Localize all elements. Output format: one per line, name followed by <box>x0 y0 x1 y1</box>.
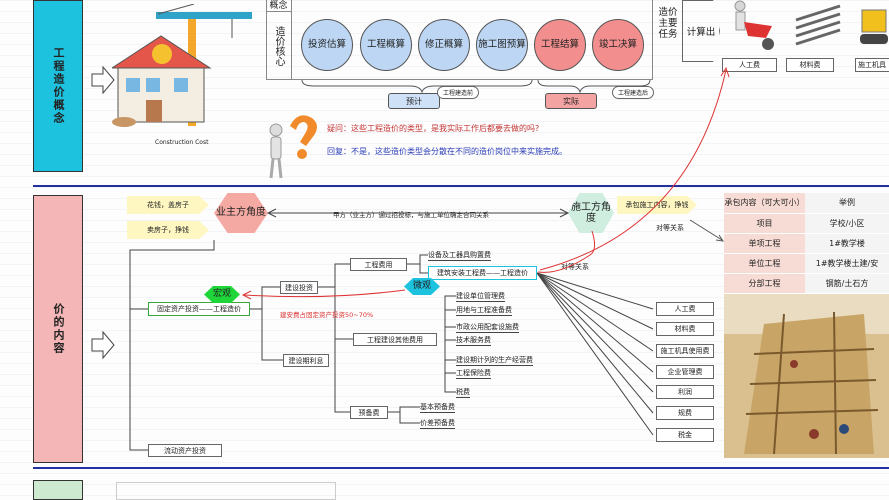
rebar-icon <box>795 4 841 46</box>
cost-management: 企业管理费 <box>656 365 714 379</box>
cost-tax: 税金 <box>656 428 714 442</box>
node-interest: 建设期利息 <box>283 354 329 367</box>
cost-fees: 规费 <box>656 406 714 420</box>
reserve-price: 价差预备费 <box>420 419 455 429</box>
note-build: 花钱，盖房子 <box>127 196 209 214</box>
node-fixed-asset: 固定资产投资——工程造价 <box>148 302 250 316</box>
cost-labor: 人工费 <box>656 302 714 316</box>
tag-after: 工程建造后 <box>612 86 655 99</box>
table-cell: 单位工程 <box>724 253 806 274</box>
note-sell: 卖房子，挣钱 <box>127 221 209 239</box>
other-item-6: 工程保险费 <box>456 369 491 379</box>
node-install-cost: 建筑安装工程费——工程造价 <box>428 266 537 280</box>
ancient-construction-painting <box>724 294 889 458</box>
calc-out-box: 计算出 <box>682 0 720 62</box>
node-other-fee: 工程建设其他费用 <box>353 333 437 346</box>
bracket-plan: 预计 <box>388 93 440 109</box>
table-cell: 1#教学楼 <box>805 233 889 254</box>
owner-view-hex: 业主方角度 <box>214 193 268 233</box>
task-label: 造价主要任务 <box>658 7 678 40</box>
wheelbarrow-worker-icon <box>734 0 774 50</box>
table-header-example: 举例 <box>805 193 889 214</box>
question-text: 疑问：这些工程造价的类型，是我实际工作后都要去做的吗? <box>327 124 540 133</box>
core-label: 造价核心 <box>266 12 292 80</box>
micro-hex: 微观 <box>404 278 440 295</box>
table-cell: 钢筋/土石方 <box>805 273 889 294</box>
table-cell: 学校/小区 <box>805 213 889 234</box>
section-divider <box>33 185 889 187</box>
node-reserve: 预备费 <box>350 406 388 419</box>
bubble-settlement: 工程结算 <box>534 19 586 71</box>
construction-illustration <box>112 4 252 127</box>
tag-before: 工程建造前 <box>437 86 480 99</box>
core-frame <box>266 0 653 80</box>
contractor-view-hex: 施工方角度 <box>568 193 614 233</box>
concept-cell: 概念 <box>266 0 292 12</box>
node-equipment: 设备及工器具购置费 <box>428 251 491 261</box>
bubble-final-account: 竣工决算 <box>592 19 644 71</box>
other-item-5: 建设期计列的生产经营费 <box>456 356 533 366</box>
equal-relation-2: 对等关系 <box>561 263 589 271</box>
table-cell: 分部工程 <box>724 273 806 294</box>
contract-relation-text: 甲方（业主方）通过招投标，与施工单位确定合同关系 <box>333 211 489 219</box>
bracket-actual: 实际 <box>545 93 597 109</box>
answer-text: 回复：不是，这些造价类型会分散在不同的造价岗位中来实施完成。 <box>327 147 567 156</box>
section3-label <box>33 480 83 500</box>
node-construction-investment: 建设投资 <box>280 281 318 294</box>
equal-relation-1: 对等关系 <box>656 224 684 232</box>
bubble-revised-estimate: 修正概算 <box>418 19 470 71</box>
bubble-estimate: 投资估算 <box>301 19 353 71</box>
cost-profit: 利润 <box>656 385 714 399</box>
table-cell: 1#教学楼土建/安 <box>805 253 889 274</box>
other-item-1: 建设单位管理费 <box>456 292 505 302</box>
resource-material: 材料费 <box>786 58 834 72</box>
question-mark-figure <box>269 115 317 179</box>
node-working-capital: 流动资产投资 <box>148 444 222 457</box>
bubble-construction-budget: 施工图预算 <box>476 19 528 71</box>
resource-machinery: 施工机具 <box>855 58 889 72</box>
arrow-right-icon <box>91 65 115 95</box>
arrow-right-icon <box>91 330 115 360</box>
macro-hex: 宏观 <box>204 286 240 303</box>
table-header-scope: 承包内容（可大可小） <box>724 193 806 214</box>
resource-labor: 人工费 <box>722 58 777 72</box>
section3-frame <box>116 482 336 500</box>
percentage-note: 建安费占固定资产投资50~70% <box>280 311 374 319</box>
image-caption: Construction Cost <box>155 139 209 146</box>
section2-label: 价的内容 <box>33 195 83 463</box>
table-cell: 单项工程 <box>724 233 806 254</box>
node-engineering-fee: 工程费用 <box>350 258 407 271</box>
cost-material: 材料费 <box>656 322 714 336</box>
reserve-basic: 基本预备费 <box>420 403 455 413</box>
other-item-7: 税费 <box>456 388 470 398</box>
section1-label: 工程造价概念 <box>33 0 83 172</box>
bubble-budget-estimate: 工程概算 <box>360 19 412 71</box>
other-item-3: 市政公用配套设施费 <box>456 323 519 333</box>
other-item-4: 技术服务费 <box>456 336 491 346</box>
brace-lines <box>301 79 651 94</box>
cost-machinery: 施工机具使用费 <box>656 344 714 358</box>
table-cell: 项目 <box>724 213 806 234</box>
section-divider <box>33 467 889 469</box>
other-item-2: 用地与工程准备费 <box>456 306 512 316</box>
excavator-icon <box>860 9 888 44</box>
